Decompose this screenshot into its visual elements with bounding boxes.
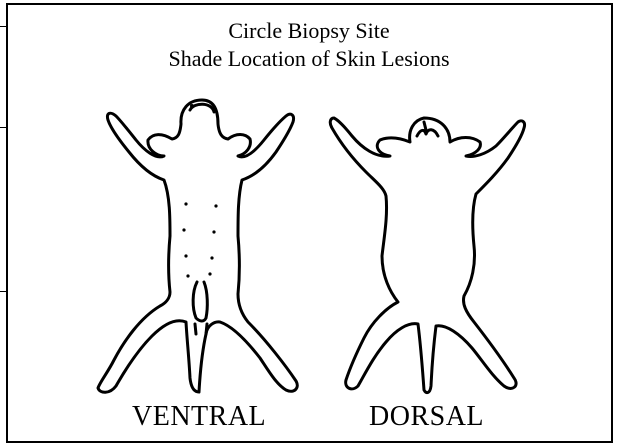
form-row-tick xyxy=(0,291,6,292)
dorsal-label: DORSAL xyxy=(369,400,484,434)
dorsal-head-marking xyxy=(417,122,438,136)
ventral-outline-path xyxy=(98,100,297,392)
dorsal-outline-path xyxy=(330,118,524,393)
ventral-label: VENTRAL xyxy=(132,400,266,434)
ventral-body-drawing xyxy=(90,96,320,402)
ventral-nipple-dots xyxy=(182,104,217,278)
diagram-title: Circle Biopsy Site Shade Location of Ski… xyxy=(0,17,618,73)
title-biopsy-instruction: Circle Biopsy Site xyxy=(0,17,618,45)
dorsal-body-drawing xyxy=(316,96,546,402)
title-lesion-instruction: Shade Location of Skin Lesions xyxy=(0,45,618,73)
form-row-tick xyxy=(0,127,6,128)
ventral-tail-base xyxy=(195,324,207,334)
dorsal-body-outline[interactable] xyxy=(316,96,546,402)
ventral-genital-outline xyxy=(193,282,207,321)
ventral-body-outline[interactable] xyxy=(90,96,320,402)
